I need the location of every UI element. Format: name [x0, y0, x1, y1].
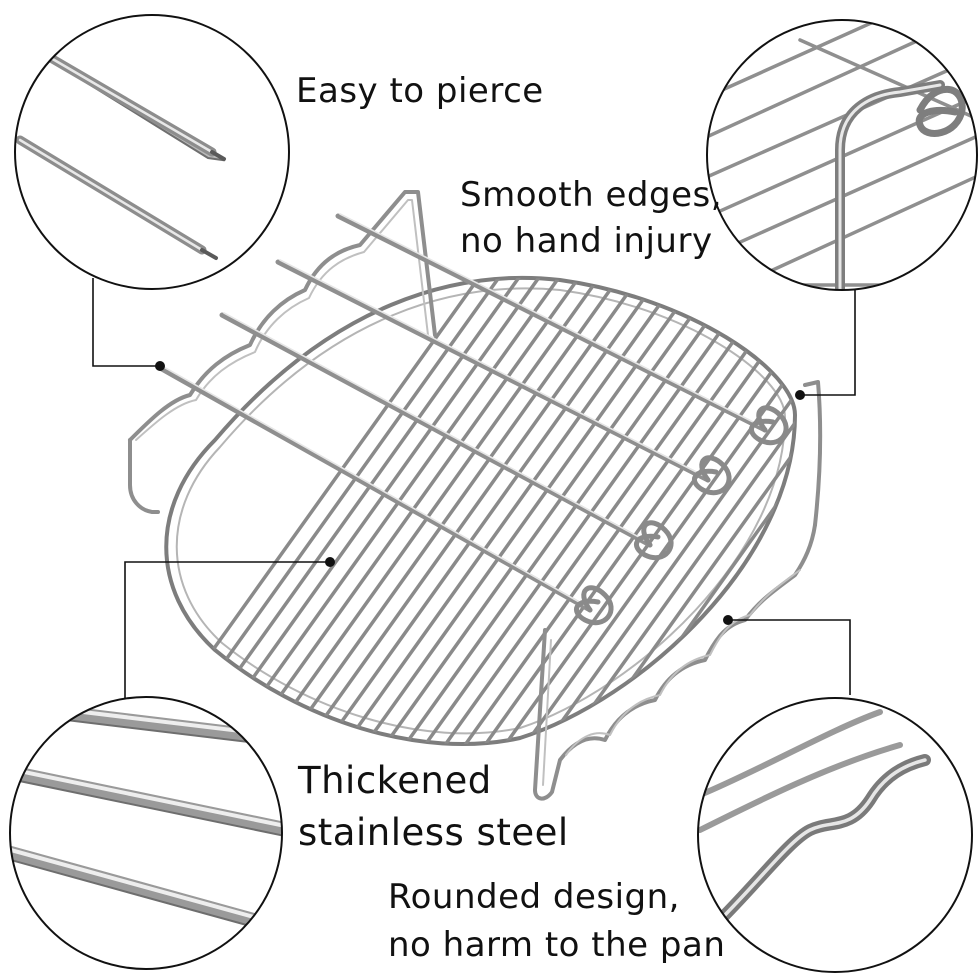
dot-smooth: [795, 390, 805, 400]
callout-thickened-steel: Thickened stainless steel: [298, 755, 569, 859]
grill-bar: [538, 277, 795, 745]
callout-connectors: [92, 278, 856, 698]
left-support: [128, 190, 437, 514]
callout-steel-line2: stainless steel: [298, 811, 569, 854]
skewer-loops: [574, 405, 789, 626]
grill-bar: [318, 277, 722, 745]
grill-bar: [518, 277, 795, 745]
grill-bar: [218, 277, 622, 745]
connector-smooth: [800, 290, 856, 396]
grill-bar: [498, 277, 795, 745]
callout-dots: [155, 361, 805, 625]
grill-bars: [166, 277, 795, 745]
grill-bar: [298, 277, 702, 745]
skewer-2: [219, 312, 653, 548]
callout-easy-to-pierce: Easy to pierce: [296, 68, 544, 114]
detail-circle-thick-steel: [9, 696, 283, 970]
callout-pierce-line1: Easy to pierce: [296, 71, 544, 111]
connector-pierce: [92, 278, 160, 367]
skewer-highlights: [161, 213, 764, 608]
connector-rounded: [728, 619, 851, 695]
detail-circle-skewer-tips: [14, 14, 290, 290]
grill-bar: [618, 277, 795, 745]
skewer-4: [335, 213, 768, 433]
callout-rounded-line2: no harm to the pan: [388, 925, 726, 965]
connector-steel: [124, 561, 330, 698]
callout-rounded-line1: Rounded design,: [388, 877, 680, 917]
grill-bar: [638, 277, 795, 745]
callout-steel-line1: Thickened: [298, 759, 492, 802]
grill-bar: [778, 277, 795, 745]
grill-base: [164, 275, 797, 746]
callout-smooth-line1: Smooth edges,: [460, 175, 723, 215]
right-support: [533, 380, 823, 801]
detail-circle-smooth-hook: [706, 19, 978, 291]
skewers: [157, 213, 768, 613]
grill-bar: [278, 277, 682, 745]
rack-illustration: [128, 190, 823, 801]
skewer-3: [275, 259, 711, 483]
grill-bar: [478, 277, 795, 745]
callout-rounded-design: Rounded design, no harm to the pan: [388, 873, 725, 969]
grill-bar: [658, 277, 795, 745]
callout-smooth-edges: Smooth edges, no hand injury: [460, 172, 722, 264]
dot-pierce: [155, 361, 165, 371]
skewer-1: [157, 365, 593, 613]
detail-circle-rounded-foot: [697, 697, 973, 973]
grill-bar: [258, 277, 662, 745]
grill-bar: [738, 277, 795, 745]
grill-bar: [338, 277, 742, 745]
callout-smooth-line2: no hand injury: [460, 221, 713, 261]
dot-rounded: [723, 615, 733, 625]
grill-bar: [758, 277, 795, 745]
dot-steel: [325, 557, 335, 567]
grill-bar: [238, 277, 642, 745]
grill-bar: [678, 277, 795, 745]
